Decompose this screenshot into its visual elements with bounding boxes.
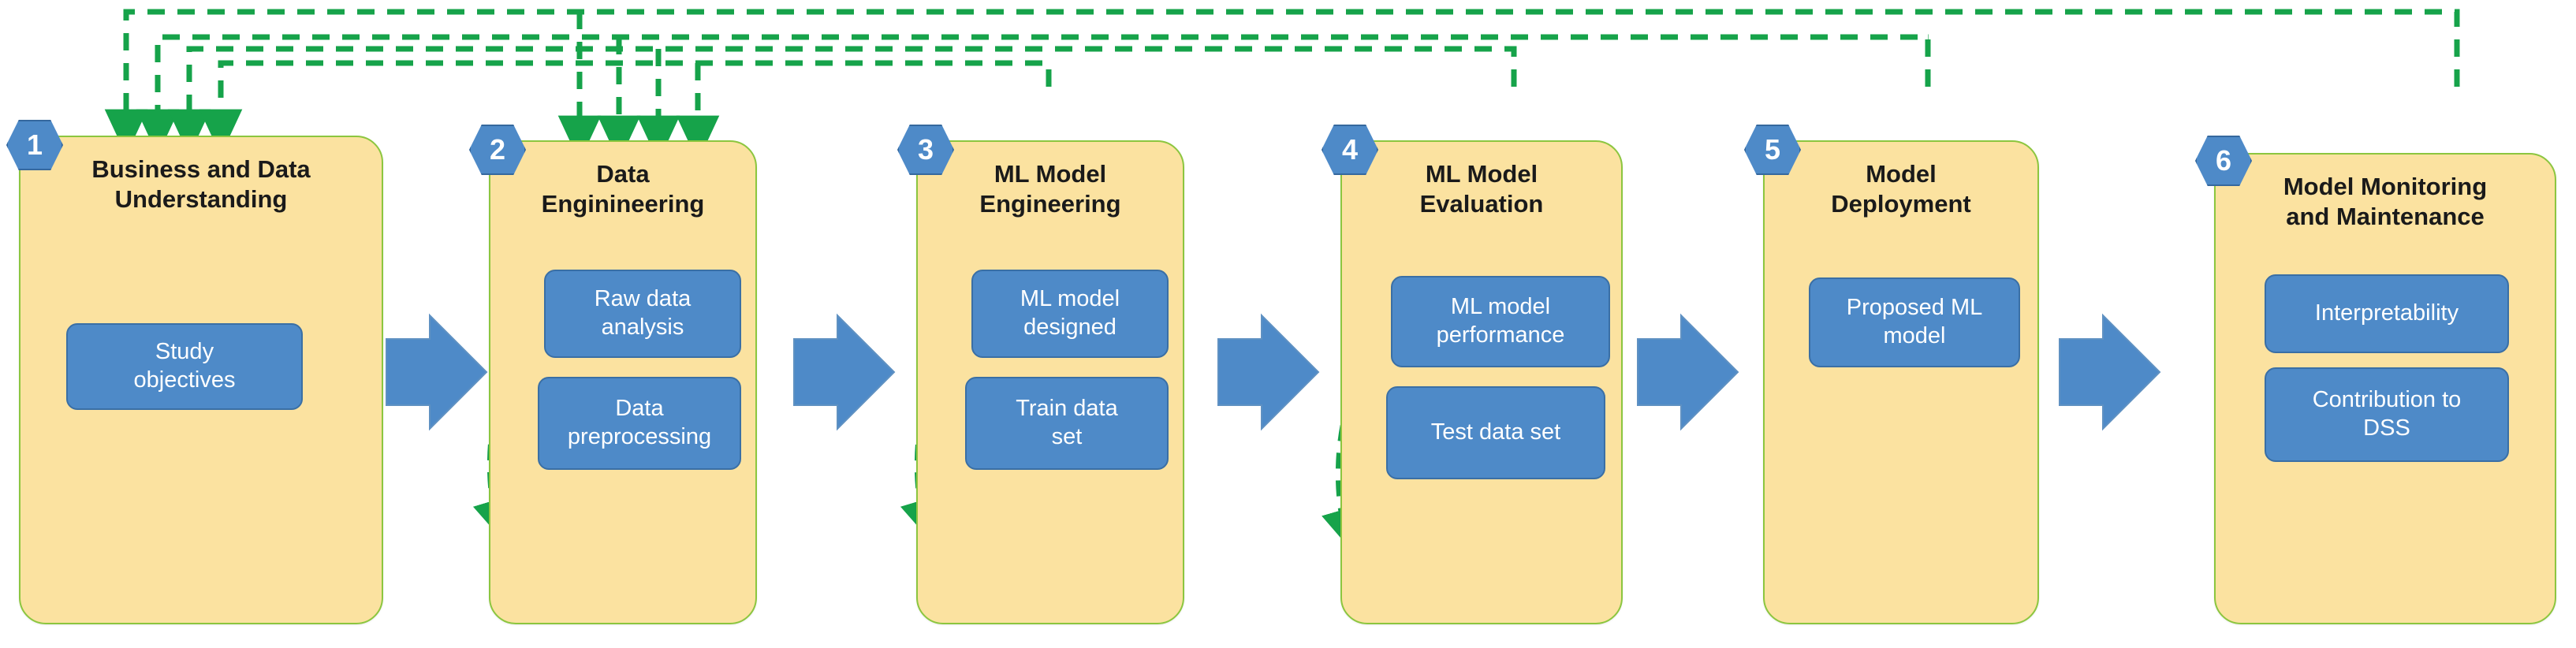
- stage-title-4: ML Model Evaluation: [1419, 160, 1544, 218]
- stage-badge-4: 4: [1322, 125, 1378, 175]
- task-4-2[interactable]: Test data set: [1386, 386, 1605, 479]
- feedback-loop-lines: [104, 9, 2460, 156]
- stage-title-1: Business and Data Understanding: [91, 155, 311, 213]
- stage-title-5: Model Deployment: [1831, 160, 1971, 218]
- stage-panel-5[interactable]: Model Deployment: [1763, 140, 2039, 624]
- flow-arrow-4-5: [1637, 313, 1739, 431]
- task-4-1[interactable]: ML model performance: [1391, 276, 1610, 367]
- stage-badge-2: 2: [469, 125, 526, 175]
- flow-arrow-2-3: [793, 313, 896, 431]
- task-label-1-1: Study objectives: [133, 339, 236, 393]
- feedback-loop-lines-stage2: [557, 12, 720, 162]
- stage-badge-label-2: 2: [489, 133, 506, 166]
- task-label-4-2: Test data set: [1430, 419, 1561, 445]
- task-2-1[interactable]: Raw data analysis: [544, 270, 741, 358]
- task-label-2-2: Data preprocessing: [567, 396, 712, 449]
- stage-title-6: Model Monitoring and Maintenance: [2283, 173, 2488, 230]
- task-5-1[interactable]: Proposed ML model: [1809, 277, 2020, 367]
- task-6-1[interactable]: Interpretability: [2265, 274, 2509, 353]
- stage-badge-3: 3: [897, 125, 954, 175]
- task-label-6-1: Interpretability: [2314, 300, 2459, 326]
- flow-arrow-3-4: [1217, 313, 1320, 431]
- task-1-1[interactable]: Study objectives: [66, 323, 303, 410]
- stage-badge-label-1: 1: [26, 128, 43, 161]
- task-label-5-1: Proposed ML model: [1846, 295, 1983, 348]
- task-label-6-2: Contribution to DSS: [2312, 387, 2462, 441]
- task-3-2[interactable]: Train data set: [965, 377, 1169, 470]
- stage-badge-label-6: 6: [2215, 144, 2232, 177]
- stage-badge-label-3: 3: [917, 133, 934, 166]
- flow-arrow-5-6: [2059, 313, 2161, 431]
- flow-arrow-1-2: [386, 313, 488, 431]
- stage-badge-6: 6: [2195, 136, 2252, 186]
- stage-badge-1: 1: [6, 120, 63, 170]
- stage-badge-label-4: 4: [1341, 133, 1359, 166]
- task-3-1[interactable]: ML model designed: [971, 270, 1169, 358]
- stage-panel-4[interactable]: ML Model Evaluation: [1340, 140, 1623, 624]
- task-label-3-1: ML model designed: [1020, 286, 1120, 340]
- task-label-2-1: Raw data analysis: [594, 286, 692, 340]
- task-label-3-2: Train data set: [1016, 396, 1118, 449]
- task-6-2[interactable]: Contribution to DSS: [2265, 367, 2509, 462]
- task-label-4-1: ML model performance: [1436, 294, 1565, 348]
- stage-title-2: Data Enginineering: [541, 160, 705, 218]
- stage-badge-label-5: 5: [1764, 133, 1781, 166]
- task-2-2[interactable]: Data preprocessing: [538, 377, 741, 470]
- stage-title-3: ML Model Engineering: [979, 160, 1121, 218]
